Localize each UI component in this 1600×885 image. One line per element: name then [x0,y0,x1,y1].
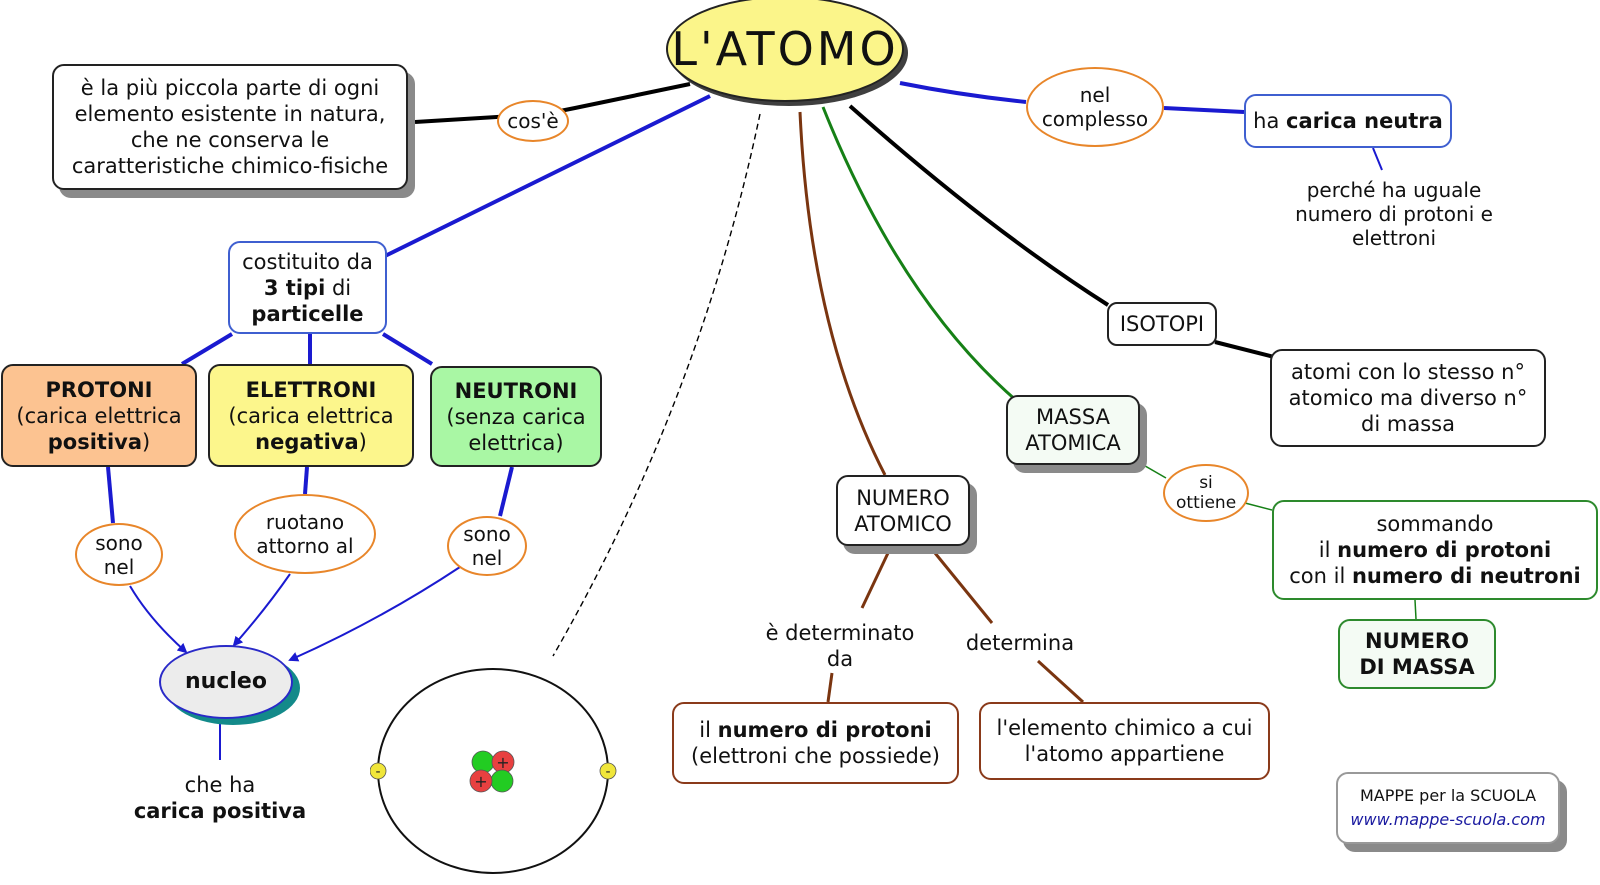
carica-neutra-box: ha carica neutra [1244,94,1452,148]
electron-orbit [377,668,609,874]
line-title-complesso [899,81,1027,104]
line-isotopi-box [1214,340,1275,359]
arrow-protoni-nucleo [129,585,188,654]
carica-neutra-note: perché ha uguale numero di protoni e ele… [1295,178,1493,250]
line-numero-link1 [860,552,890,609]
line-link1-box1 [826,672,834,703]
proton-particle [469,769,493,793]
atom-diagram: + + - - [370,668,617,874]
line-costituito-neutroni [381,332,434,366]
title-text: L'ATOMO [671,22,899,76]
numero-di-massa-box: NUMERO DI MASSA [1338,619,1496,689]
electron-particle [370,762,387,780]
link-determina: determina [965,631,1075,655]
link-protoni-sono-nel: sono nel [75,523,163,586]
link-cose: cos'è [497,100,569,142]
line-title-massa [821,106,1019,404]
line-complesso-neutra [1163,106,1245,114]
line-title-isotopi [848,104,1110,307]
credit-box: MAPPE per la SCUOLA www.mappe-scuola.com [1336,772,1560,844]
proton-sign: + [474,772,487,791]
arrow-neutroni-nucleo [288,566,461,662]
title-node: L'ATOMO [666,0,904,102]
line-protoni-link [106,466,115,524]
line-costituito-protoni [180,332,234,366]
proton-sign: + [496,753,509,772]
line-link2-box2 [1036,659,1085,704]
line-numero-link2 [933,552,994,624]
numero-atomico-node: NUMERO ATOMICO [836,475,970,546]
credit-link[interactable]: www.mappe-scuola.com [1350,810,1546,829]
electron-particle [599,762,617,780]
massa-atomica-node: MASSA ATOMICA [1006,395,1140,465]
numero-protoni-box: il numero di protoni(elettroni che possi… [672,702,959,784]
electron-sign: - [375,764,380,780]
line-massa-link [1139,462,1167,479]
line-neutroni-link [498,466,514,517]
link-si-ottiene: si ottiene [1163,464,1249,522]
line-link-somma [1244,502,1273,511]
line-elettroni-link [303,466,309,495]
definition-box: è la più piccola parte di ogni elemento … [52,64,408,190]
arrow-elettroni-nucleo [232,573,291,647]
neutroni-box: NEUTRONI(senza carica elettrica) [430,366,602,467]
electron-sign: - [605,764,610,780]
neutron-particle [471,750,495,774]
isotopi-definition: atomi con lo stesso n° atomico ma divers… [1270,349,1546,447]
isotopi-node: ISOTOPI [1107,302,1217,346]
link-determinato-da: è determinato da [765,621,915,671]
line-neutra-note [1372,147,1383,171]
line-title-numero [798,111,887,476]
link-elettroni-ruotano: ruotano attorno al [234,494,376,574]
link-neutroni-sono-nel: sono nel [447,516,527,576]
link-nel-complesso: nel complesso [1026,67,1164,147]
elemento-chimico-box: l'elemento chimico a cui l'atomo apparti… [979,702,1270,780]
line-title-costituito [384,94,711,258]
nucleo-node: nucleo [159,645,293,719]
neutron-particle [490,769,514,793]
dashed-title-atom [552,113,761,657]
line-somma-result [1414,599,1417,620]
